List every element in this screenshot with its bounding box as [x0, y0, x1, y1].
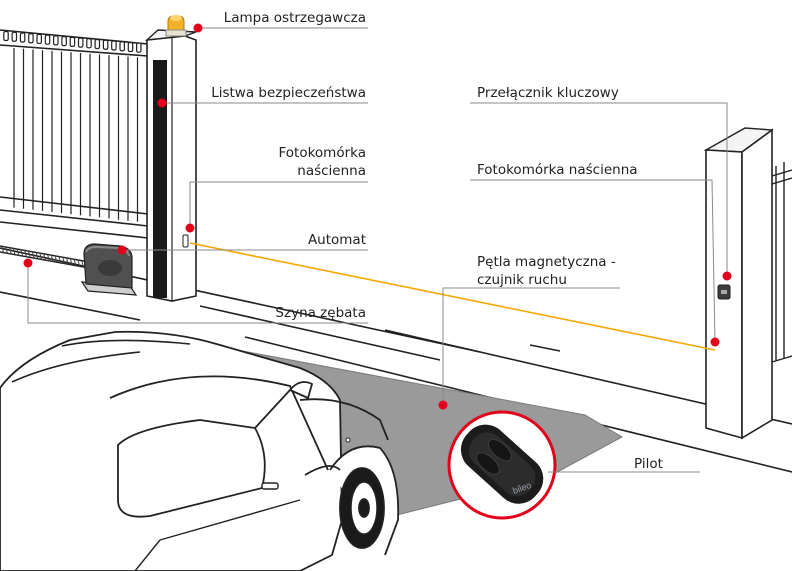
rack-tooth — [12, 248, 16, 255]
label-remote: Pilot — [634, 456, 663, 472]
gate-finial — [28, 33, 34, 44]
rack-tooth — [39, 253, 42, 260]
gate-finial — [11, 31, 18, 42]
label-loop-line1: Pętla magnetyczna - — [477, 254, 616, 270]
rack-tooth — [1, 246, 4, 253]
gate-finial — [86, 38, 92, 49]
rack-tooth — [81, 260, 84, 267]
rack-tooth — [47, 254, 50, 261]
gate-finial — [44, 34, 51, 45]
sliding-gate — [0, 29, 149, 239]
rack-tooth — [9, 247, 12, 254]
rack-tooth — [20, 249, 23, 256]
gate-motor-icon — [80, 243, 138, 296]
label-automat: Automat — [308, 232, 366, 248]
gate-finial — [119, 41, 126, 52]
left-post — [144, 29, 197, 302]
label-rack: Szyna zębata — [275, 305, 366, 321]
gate-finial — [3, 30, 9, 42]
right-fence — [771, 162, 792, 363]
rack-tooth — [16, 248, 20, 256]
rack-tooth — [5, 246, 8, 254]
label-loop-line2: czujnik ruchu — [477, 272, 567, 288]
rack-tooth — [77, 259, 80, 267]
gate-finial — [19, 32, 26, 43]
rack-tooth — [35, 252, 39, 259]
car-icon — [0, 330, 400, 571]
rack-tooth — [73, 259, 77, 266]
gate-finial — [127, 41, 134, 53]
gate-finial — [52, 35, 59, 46]
rack-tooth — [24, 250, 27, 257]
rack-tooth — [62, 257, 65, 264]
warning-lamp-icon — [165, 15, 187, 37]
rack-tooth — [54, 255, 58, 262]
rack-tooth — [66, 257, 69, 265]
label-lamp: Lampa ostrzegawcza — [224, 10, 366, 26]
photocell-beam — [189, 242, 716, 351]
label-safety-strip: Listwa bezpieczeństwa — [211, 85, 366, 101]
safety-strip — [153, 60, 167, 298]
rack-tooth — [43, 253, 46, 260]
gate-finial — [94, 38, 101, 50]
gate-finial — [136, 42, 142, 53]
rack-tooth — [31, 251, 35, 258]
rack-tooth — [69, 258, 73, 265]
remote-control-icon: bileo — [447, 410, 557, 520]
gate-finial — [111, 40, 117, 51]
label-key-switch: Przełącznik kluczowy — [477, 85, 619, 101]
photocell-icon — [182, 234, 189, 248]
gate-finial — [61, 36, 67, 47]
gate-finial — [69, 36, 76, 47]
right-post — [703, 127, 774, 440]
gate-finial — [77, 37, 84, 48]
label-photocell-right: Fotokomórka naścienna — [477, 162, 638, 178]
rack-tooth — [58, 256, 61, 263]
leader-lines — [27, 27, 728, 473]
rack-tooth — [50, 255, 54, 262]
gate-finial — [102, 39, 109, 50]
gate-finial — [36, 33, 43, 45]
rack-tooth — [28, 250, 31, 258]
markers — [23, 23, 732, 410]
label-photocell-left-line1: Fotokomórka — [278, 145, 366, 161]
label-photocell-left-line2: naścienna — [297, 163, 366, 179]
